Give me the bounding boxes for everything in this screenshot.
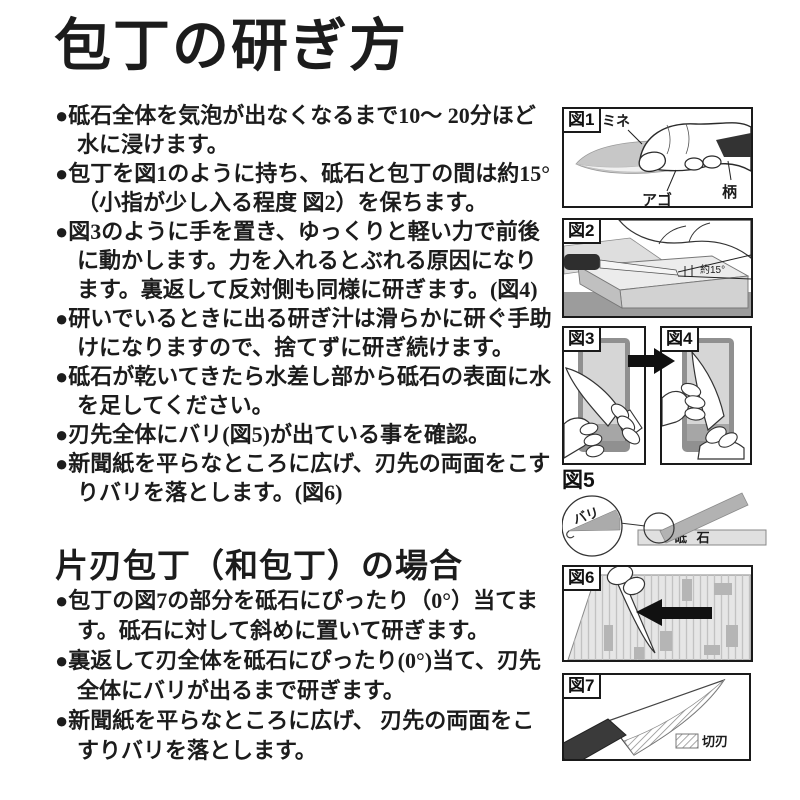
instruction-item: ●図3のように手を置き、ゆっくりと軽い力で前後に動かします。力を入れるとぶれる原… [55,219,540,302]
figure-3: 図3 [562,326,646,465]
figure-column: 図1 ミネ アゴ 柄 図2 [562,107,774,797]
leader-line-spine [627,129,643,145]
instruction-item: ●砥石が乾いてきたら水差し部から砥石の表面に水を足してください。 [55,364,551,418]
figure-2: 図2 約15° [562,218,753,318]
instruction-item: ●包丁を図1のように持ち、砥石と包丁の間は約15°（小指が少し入る程度 図2）を… [55,161,551,215]
leader-line-heel [666,169,677,192]
heel-label: アゴ [642,191,672,206]
newspaper-deburr-illustration [567,567,751,660]
handle-label: 柄 [722,183,737,201]
figure-5: 図5 砥 石 バリ [562,470,770,565]
figure-4: 図4 [660,326,752,465]
figure-5-label: 図5 [562,469,595,492]
knife-grip-illustration: ミネ アゴ 柄 [575,113,751,206]
flip-arrow-icon [628,347,676,375]
section2-title: 片刃包丁（和包丁）の場合 [55,549,463,585]
figure-4-label: 図4 [662,328,700,352]
instruction-list-single-bevel: ●包丁の図7の部分を砥石にぴったり（0°）当てます。砥石に対して斜めに置いて研ぎ… [55,586,555,766]
figure-6: 図6 [562,565,753,662]
bevel-legend-swatch [675,733,699,749]
figure-7-label: 図7 [564,675,602,699]
figure-7: 図7 切刃 [562,673,751,761]
figure-3-label: 図3 [564,328,602,352]
angle-label: 約15° [700,263,725,276]
sharpening-angle-illustration: 約15° [564,220,751,316]
figure-2-label: 図2 [564,220,602,244]
instruction-item: ●包丁の図7の部分を砥石にぴったり（0°）当てます。砥石に対して斜めに置いて研ぎ… [55,588,538,643]
instruction-item: ●裏返して刃全体を砥石にぴったり(0°)当て、刃先全体にバリが出るまで研ぎます。 [55,648,541,703]
instruction-item: ●新聞紙を平らなところに広げ、 刃先の両面をこすりバリを落とします。 [55,708,535,763]
sharpening-flipped-illustration [662,338,745,460]
spine-label: ミネ [602,113,630,129]
leader-line-handle [727,160,732,181]
figure-1-label: 図1 [564,109,602,133]
instruction-item: ●研いでいるときに出る研ぎ汁は滑らかに研ぐ手助けになりますので、捨てずに研ぎ続け… [55,306,552,360]
instruction-item: ●新聞紙を平らなところに広げ、刃先の両面をこすりバリを落とします。(図6) [55,451,551,505]
burr-closeup-illustration: 砥 石 バリ [562,492,767,557]
instruction-list-main: ●砥石全体を気泡が出なくなるまで10～ 20分ほど水に浸けます。 ●包丁を図1の… [55,101,552,507]
bevel-zone-illustration: 切刃 [564,678,728,759]
figure-6-label: 図6 [564,567,602,591]
rub-direction-arrow-icon [636,599,712,626]
instruction-item: ●刃先全体にバリ(図5)が出ている事を確認。 [55,422,490,447]
figure-1: 図1 ミネ アゴ 柄 [562,107,753,208]
sharpening-stroke-illustration [564,338,643,459]
instruction-item: ●砥石全体を気泡が出なくなるまで10～ 20分ほど水に浸けます。 [55,103,536,157]
bevel-legend-label: 切刃 [702,734,728,749]
page-title: 包丁の研ぎ方 [54,15,408,78]
